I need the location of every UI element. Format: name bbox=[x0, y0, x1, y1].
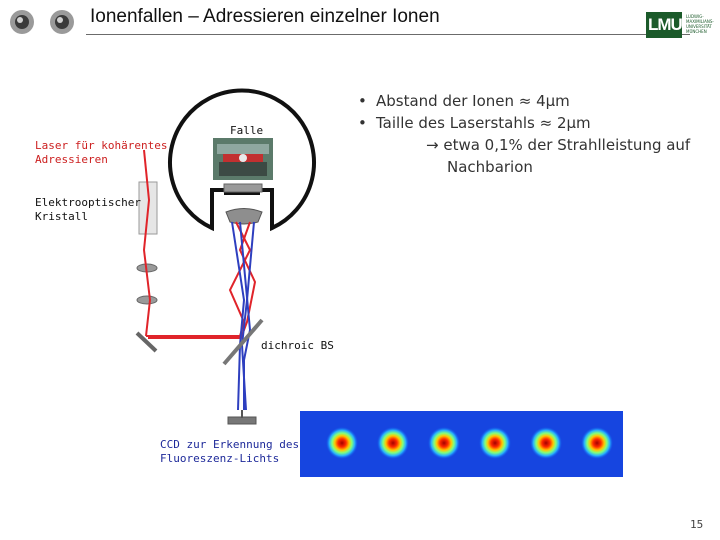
sub-bullet: → etwa 0,1% der Strahlleistung auf bbox=[426, 136, 691, 154]
objective-lens bbox=[225, 208, 263, 225]
page-number: 15 bbox=[690, 518, 704, 531]
trap-label: Falle bbox=[230, 124, 264, 137]
laser-label-line1: Laser für kohärentes bbox=[35, 139, 168, 152]
lmu-logo bbox=[646, 12, 682, 38]
ccd-stem bbox=[241, 410, 243, 418]
trap-chamber bbox=[168, 88, 316, 232]
dichroic-label: dichroic BS bbox=[261, 339, 334, 352]
crystal-label-line1: Elektrooptischer bbox=[35, 196, 141, 209]
ccd-label-line2: Fluoreszenz-Lichts bbox=[160, 452, 280, 465]
lmu-logo-text: LMU bbox=[648, 15, 683, 34]
laser-label: Laser für kohärentes Adressieren bbox=[35, 139, 167, 167]
bullet-list: Abstand der Ionen ≈ 4µm Taille des Laser… bbox=[358, 90, 698, 178]
mirror-left bbox=[135, 331, 158, 353]
crystal-label-line2: Kristall bbox=[35, 210, 88, 223]
logo-left-icon bbox=[10, 10, 34, 34]
ccd-sensor bbox=[227, 416, 257, 425]
logo-right-icon bbox=[50, 10, 74, 34]
ion-spot bbox=[479, 427, 511, 459]
ccd-label-line1: CCD zur Erkennung des bbox=[160, 438, 300, 451]
ion-spot bbox=[530, 427, 562, 459]
header-divider bbox=[86, 34, 690, 35]
ion-spot bbox=[428, 427, 460, 459]
page-title: Ionenfallen – Adressieren einzelner Ione… bbox=[90, 6, 440, 27]
sub-bullet-continuation: Nachbarion bbox=[447, 158, 533, 176]
trap-window bbox=[223, 183, 263, 193]
ion-spot bbox=[581, 427, 613, 459]
laser-label-line2: Adressieren bbox=[35, 153, 108, 166]
ion-spots bbox=[326, 427, 613, 459]
ccd-label: CCD zur Erkennung des Fluoreszenz-Lichts bbox=[160, 438, 299, 466]
crystal-label: Elektrooptischer Kristall bbox=[35, 196, 141, 224]
ccd-ion-image bbox=[300, 411, 623, 477]
bullet-item: Taille des Laserstahls ≈ 2µm bbox=[358, 112, 698, 134]
ion-spot bbox=[377, 427, 409, 459]
bullet-item: Abstand der Ionen ≈ 4µm bbox=[358, 90, 698, 112]
fluorescence-beam bbox=[231, 221, 255, 411]
ion-spot bbox=[326, 427, 358, 459]
lens-2 bbox=[136, 295, 158, 305]
trap-photo bbox=[213, 138, 273, 180]
institute-logos bbox=[10, 10, 74, 34]
dichroic-beamsplitter bbox=[222, 318, 264, 366]
lmu-logo-subtext: LUDWIG- MAXIMILIANS- UNIVERSITÄT MÜNCHEN bbox=[686, 14, 714, 34]
